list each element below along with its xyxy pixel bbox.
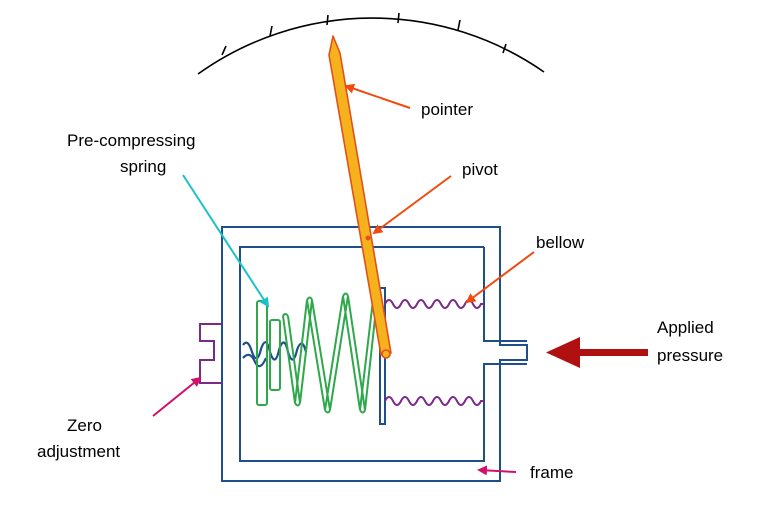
- applied-pressure-arrow: [546, 337, 648, 368]
- zero-adjustment-screw: [199, 323, 222, 384]
- bellow-leader-arrow: [465, 251, 535, 304]
- spring-leader-arrow: [182, 174, 270, 308]
- pre-compressing-spring: [256, 292, 378, 414]
- frame-label: frame: [530, 463, 573, 482]
- pivot-label: pivot: [462, 160, 498, 179]
- pointer: [328, 35, 392, 356]
- zero-adjustment-label-line2: adjustment: [37, 442, 120, 461]
- applied-pressure-label-line2: pressure: [657, 346, 723, 365]
- frame-leader-arrow: [477, 465, 517, 476]
- frame-outer: [221, 226, 528, 482]
- zero-adjustment-label-line1: Zero: [67, 416, 102, 435]
- screw-thread-coil: [242, 341, 308, 368]
- bellow-label: bellow: [536, 233, 585, 252]
- pointer-tip-pin: [381, 349, 391, 359]
- pivot-leader-arrow: [372, 175, 452, 235]
- pointer-label: pointer: [421, 100, 473, 119]
- bellow-lower: [384, 396, 484, 406]
- dial-scale: [197, 12, 545, 75]
- zero-adjustment-leader-arrow: [152, 376, 202, 417]
- spring-label-line2: spring: [120, 157, 166, 176]
- pointer-leader-arrow: [344, 83, 411, 109]
- spring-label-line1: Pre-compressing: [67, 131, 196, 150]
- bellow-upper: [384, 299, 484, 309]
- pivot-point: [365, 235, 371, 241]
- applied-pressure-label-line1: Applied: [657, 318, 714, 337]
